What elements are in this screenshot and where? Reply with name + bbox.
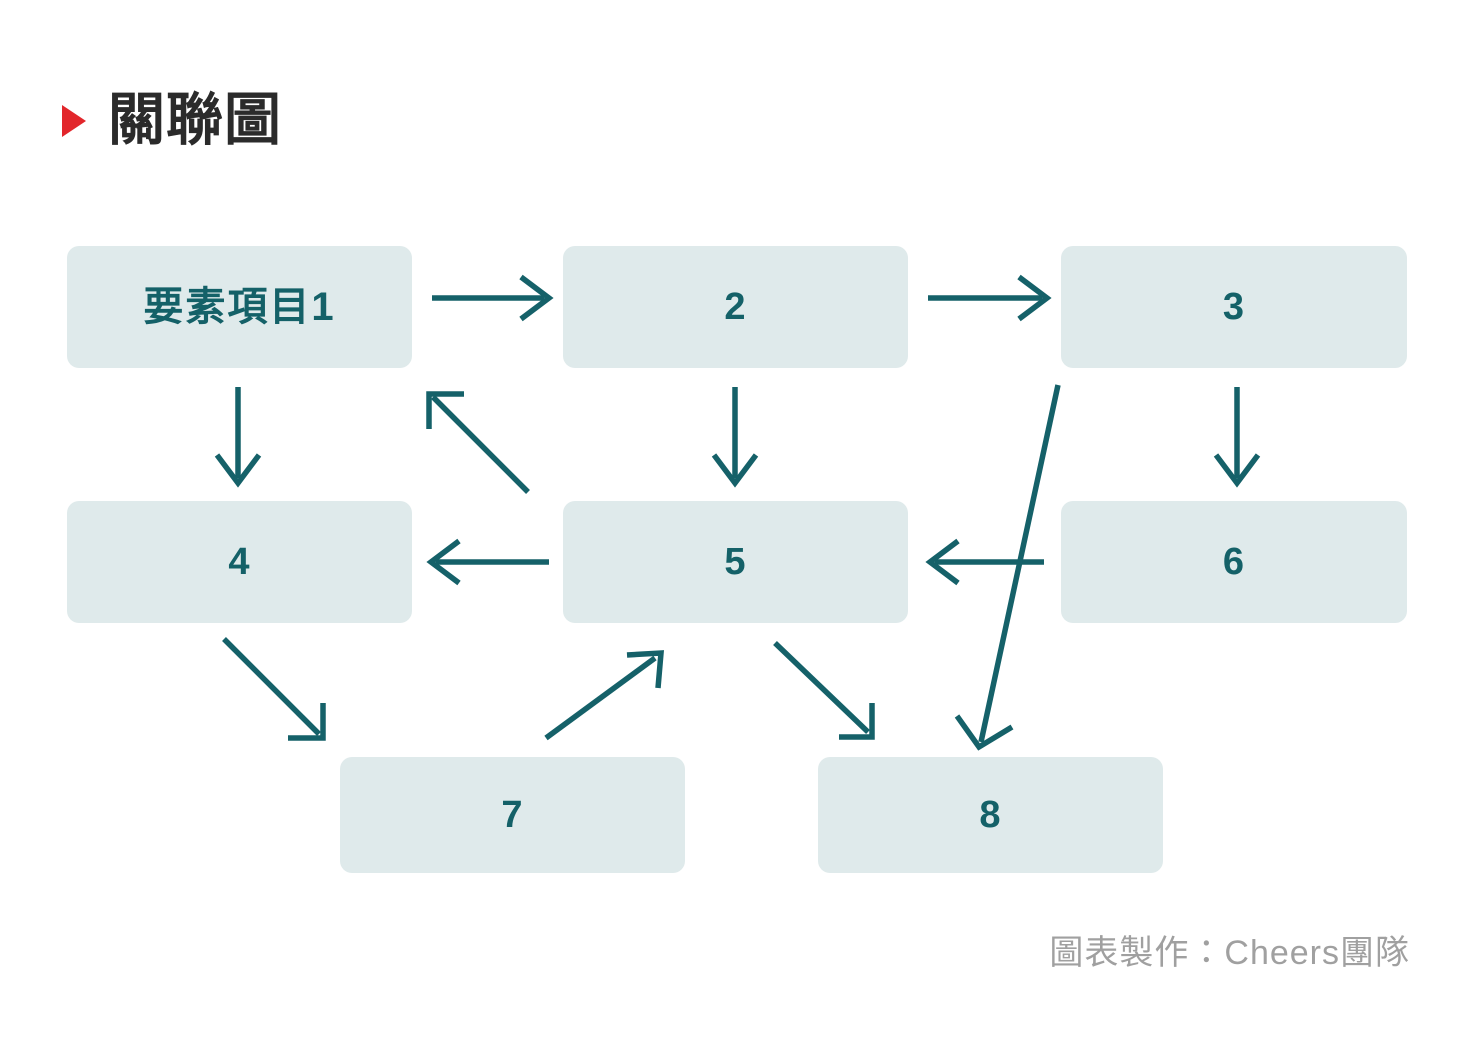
node-label-4: 4 — [228, 541, 251, 583]
edge-5-to-2 — [426, 391, 530, 494]
credit-text: 圖表製作：Cheers團隊 — [1049, 934, 1410, 972]
edge-2-to-5 — [711, 387, 759, 488]
node-label-7: 7 — [501, 794, 524, 836]
node-box-3[interactable]: 3 — [1061, 246, 1407, 368]
edge-5-to-8 — [773, 641, 875, 740]
edge-2-to-3 — [928, 274, 1052, 322]
node-box-5[interactable]: 5 — [563, 501, 908, 623]
node-box-7[interactable]: 7 — [340, 757, 685, 873]
node-label-1: 要素項目1 — [143, 285, 336, 329]
node-box-4[interactable]: 4 — [67, 501, 412, 623]
node-box-2[interactable]: 2 — [563, 246, 908, 368]
page-header: 關聯圖 — [62, 92, 282, 149]
node-box-8[interactable]: 8 — [818, 757, 1163, 873]
edge-4-to-7 — [222, 637, 326, 741]
node-box-1[interactable]: 要素項目1 — [67, 246, 412, 368]
node-box-6[interactable]: 6 — [1061, 501, 1407, 623]
edge-1-to-2 — [432, 274, 554, 322]
edge-3-to-8 — [954, 384, 1061, 751]
node-label-6: 6 — [1222, 541, 1246, 583]
node-label-5: 5 — [724, 541, 747, 583]
node-label-2: 2 — [724, 286, 747, 328]
node-label-8: 8 — [979, 794, 1002, 836]
node-label-3: 3 — [1222, 286, 1246, 328]
edge-6-to-5 — [925, 538, 1044, 586]
red-triangle-right-icon — [62, 104, 86, 137]
edge-1-to-4 — [214, 387, 262, 488]
edge-3-to-6 — [1213, 387, 1261, 488]
edge-5-to-4 — [426, 538, 549, 586]
edge-7-to-5 — [544, 650, 665, 741]
page-title: 關聯圖 — [108, 88, 282, 152]
